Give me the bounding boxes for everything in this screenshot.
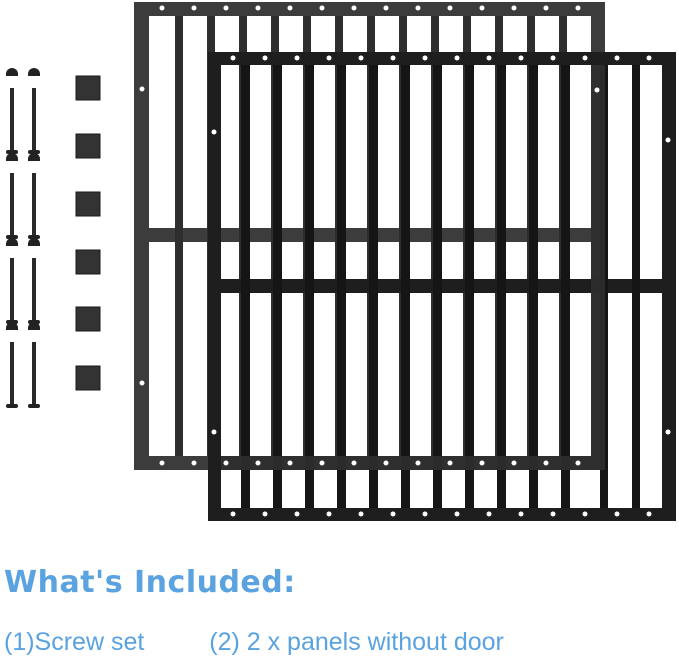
whats-included-heading: What's Included: xyxy=(4,565,296,600)
included-item-screw-set: (1)Screw set xyxy=(4,628,145,656)
included-item-panels: (2) 2 x panels without door xyxy=(209,628,504,656)
screw-set xyxy=(6,68,40,408)
screw-icon xyxy=(6,153,40,239)
square-pads xyxy=(75,75,101,391)
screw-icon xyxy=(6,68,40,154)
screw-icon xyxy=(6,322,40,408)
front-panel xyxy=(208,52,676,521)
included-items-list: (1)Screw set (2) 2 x panels without door xyxy=(4,628,504,657)
screw-icon xyxy=(6,238,40,324)
product-illustration xyxy=(6,2,676,521)
